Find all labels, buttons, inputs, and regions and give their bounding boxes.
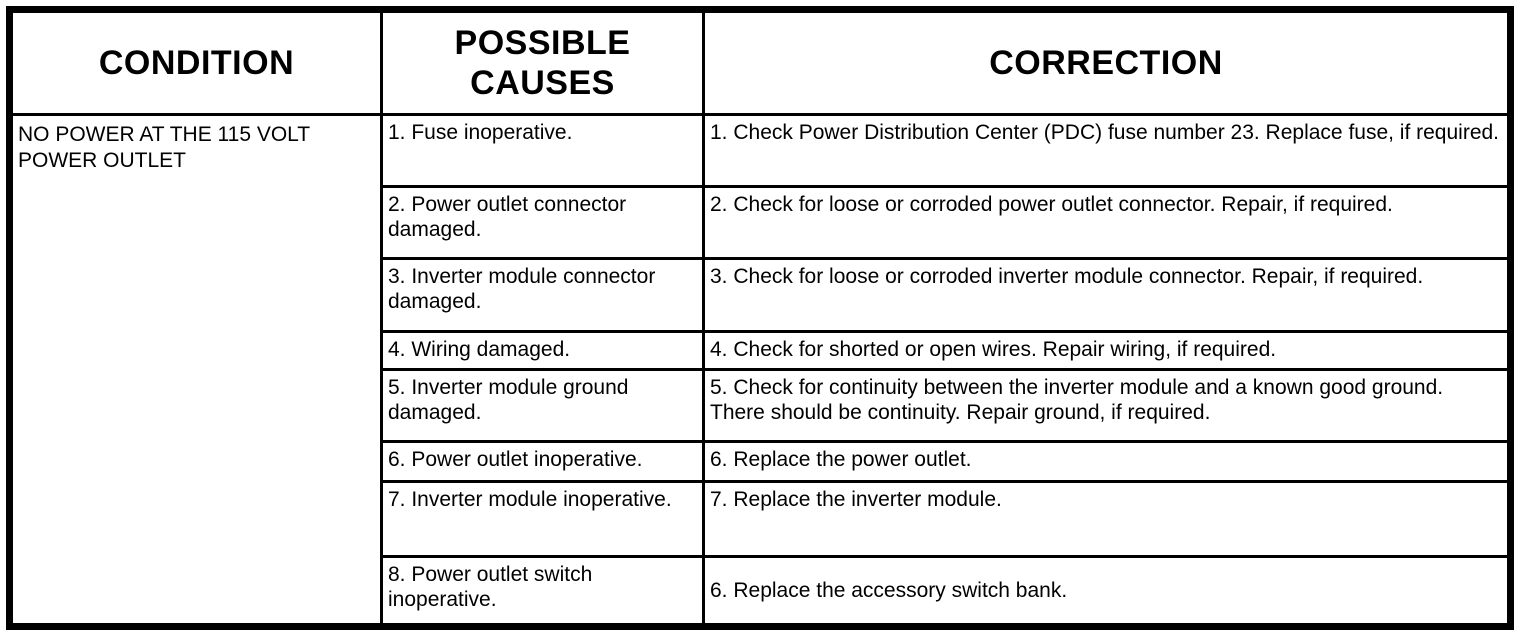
correction-cell: 3. Check for loose or corroded inverter … (702, 257, 1512, 333)
cause-cell: 6. Power outlet inoperative. (380, 440, 705, 483)
cause-cell: 5. Inverter module ground damaged. (380, 368, 705, 443)
table-row: 2. Power outlet connector damaged. 2. Ch… (10, 185, 1512, 260)
table-row: NO POWER AT THE 115 VOLT POWER OUTLET 1.… (8, 113, 1512, 628)
table-row: 5. Inverter module ground damaged. 5. Ch… (10, 368, 1512, 443)
table-row: 4. Wiring damaged. 4. Check for shorted … (10, 330, 1512, 371)
correction-cell: 5. Check for continuity between the inve… (702, 368, 1512, 443)
cause-cell: 3. Inverter module connector damaged. (380, 257, 705, 333)
cause-cell: 2. Power outlet connector damaged. (380, 185, 705, 260)
condition-cell: NO POWER AT THE 115 VOLT POWER OUTLET (8, 113, 383, 628)
header-condition: CONDITION (8, 8, 383, 116)
cause-cell: 8. Power outlet switch inoperative. (380, 555, 705, 628)
cause-cell: 7. Inverter module inoperative. (380, 480, 705, 558)
header-row: CONDITION POSSIBLE CAUSES CORRECTION (8, 8, 1512, 116)
cause-cell: 1. Fuse inoperative. (380, 113, 705, 188)
header-correction: CORRECTION (702, 8, 1512, 116)
table-row: 3. Inverter module connector damaged. 3.… (10, 257, 1512, 333)
cause-cell: 4. Wiring damaged. (380, 330, 705, 371)
correction-cell: 6. Replace the power outlet. (702, 440, 1512, 483)
table-row: 6. Power outlet inoperative. 6. Replace … (10, 440, 1512, 483)
correction-cell: 1. Check Power Distribution Center (PDC)… (702, 113, 1512, 188)
correction-cell: 2. Check for loose or corroded power out… (702, 185, 1512, 260)
correction-cell: 6. Replace the accessory switch bank. (702, 555, 1512, 628)
table-row: 7. Inverter module inoperative. 7. Repla… (10, 480, 1512, 558)
correction-cell: 7. Replace the inverter module. (702, 480, 1512, 558)
troubleshooting-table: CONDITION POSSIBLE CAUSES CORRECTION NO … (6, 6, 1514, 630)
correction-cell: 4. Check for shorted or open wires. Repa… (702, 330, 1512, 371)
table-row: 8. Power outlet switch inoperative. 6. R… (10, 555, 1512, 628)
header-possible-causes: POSSIBLE CAUSES (380, 8, 705, 116)
